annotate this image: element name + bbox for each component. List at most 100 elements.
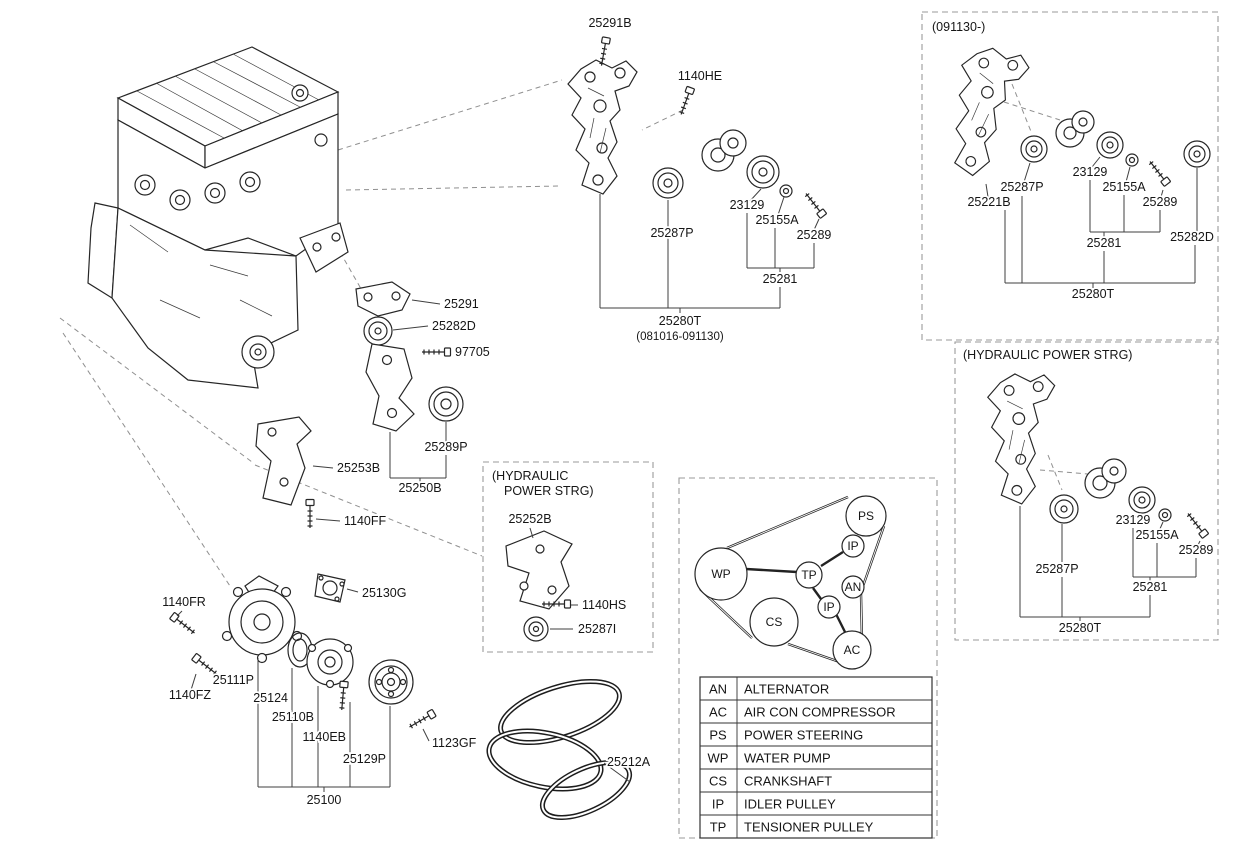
belt-routing-diagram: PS IP TP WP AN IP CS AC AN ALTERNATOR AC… [678, 477, 938, 839]
legend-name: POWER STEERING [744, 728, 863, 743]
idler-pulley-drawing [652, 167, 684, 199]
part-number-label: 25287P [1035, 562, 1078, 576]
lower-bracket-drawing [255, 416, 312, 506]
part-number-label: 23129 [730, 198, 765, 212]
hydraulic-bracket-box [482, 461, 654, 653]
idler-pulley-drawing [1049, 494, 1079, 524]
idler-pulley-circle [841, 534, 865, 558]
part-number-label: 25124 [253, 691, 288, 705]
aircon-pulley-circle [832, 630, 872, 670]
part-number-label: 1123GF [432, 736, 477, 750]
tensioner-pulley-circle [795, 561, 823, 589]
variant-hydraulic-group: (HYDRAULIC POWER STRG) 23129 25155A 2528… [954, 341, 1219, 641]
part-number-label: 25130G [362, 586, 406, 600]
alternator-pulley-circle [841, 575, 865, 599]
variant-title: (HYDRAULIC POWER STRG) [963, 348, 1132, 362]
pulley-code-label: IP [847, 539, 858, 553]
part-number-label: 25289 [797, 228, 832, 242]
legend-code: IP [712, 797, 724, 812]
washer-drawing [1158, 508, 1172, 522]
tensioner-drawing [1084, 458, 1127, 499]
drive-belt-drawing: 25212A [486, 678, 653, 821]
legend-table: AN ALTERNATOR AC AIR CON COMPRESSOR PS P… [699, 676, 933, 839]
idler-pulley-drawing [363, 316, 393, 346]
legend-name: ALTERNATOR [744, 682, 829, 697]
tensioner-drawing [701, 129, 747, 172]
tensioner-pulley-drawing [1096, 131, 1124, 159]
part-number-label: 1140FZ [169, 688, 212, 702]
variant-late-box [921, 11, 1219, 341]
part-number-label: 25111P [213, 673, 254, 687]
box-title-line2: POWER STRG) [504, 484, 594, 498]
part-number-label: 25155A [755, 213, 799, 227]
engine-mounted-parts: 25291 25282D 97705 25289P 25253B 25250B … [255, 281, 492, 603]
hydraulic-bracket-group: (HYDRAULIC POWER STRG) 25252B 1140HS 252… [482, 461, 654, 653]
legend-code: WP [708, 751, 729, 766]
part-number-label: 1140HE [678, 69, 722, 83]
part-number-label: 25212A [607, 755, 651, 769]
part-number-label: 25250B [398, 481, 441, 495]
part-number-label: 23129 [1116, 513, 1151, 527]
callout-lines [985, 156, 1198, 288]
part-number-label: 25253B [337, 461, 380, 475]
pulley-code-label: AN [845, 580, 862, 594]
callout-lines [1019, 506, 1201, 621]
legend-name: AIR CON COMPRESSOR [744, 705, 896, 720]
part-number-label: 25155A [1102, 180, 1146, 194]
part-number-label: 1140FF [344, 514, 387, 528]
pulley-code-label: CS [766, 615, 783, 629]
engine-block-drawing [87, 46, 349, 389]
legend-code: AN [709, 682, 727, 697]
callout-lines [529, 527, 578, 630]
part-number-label: 25289 [1179, 543, 1214, 557]
callout-lines [312, 299, 447, 593]
pulley-code-label: WP [711, 567, 730, 581]
part-number-label: 25129P [343, 752, 386, 766]
part-number-label: 25289 [1143, 195, 1178, 209]
crankshaft-pulley-circle [749, 597, 799, 647]
legend-code: PS [709, 728, 727, 743]
part-number-label: 25155A [1135, 528, 1179, 542]
water-pump-group: 1140FR 1140FZ 25111P 25124 25110B 1140EB… [160, 575, 478, 809]
part-number-label: 25280T [659, 314, 702, 328]
part-number-label: 25280T [1059, 621, 1102, 635]
callout-lines [176, 610, 430, 792]
part-number-label: 97705 [455, 345, 490, 359]
part-number-label: 23129 [1073, 165, 1108, 179]
pulley-code-label: PS [858, 509, 874, 523]
pulley-code-label: AC [844, 643, 861, 657]
part-number-label: 25282D [432, 319, 476, 333]
water-pump-pulley-circle [694, 547, 748, 601]
part-number-label: 1140FR [162, 595, 206, 609]
part-number-label: 25282D [1170, 230, 1214, 244]
date-range-label: (081016-091130) [636, 331, 724, 343]
pump-pulley-drawing [368, 659, 414, 705]
legend-code: AC [709, 705, 727, 720]
idler-pulley2-drawing [1183, 140, 1211, 168]
pulley-code-label: TP [801, 568, 816, 582]
tensioner-pulley-drawing [1128, 486, 1156, 514]
pulley-code-label: IP [823, 600, 834, 614]
part-number-label: 25287P [1000, 180, 1043, 194]
part-number-label: 25289P [424, 440, 467, 454]
grooved-pulley-drawing [428, 386, 464, 422]
part-number-label: 25110B [272, 710, 314, 724]
legend-code: CS [709, 774, 727, 789]
legend-name: IDLER PULLEY [744, 797, 836, 812]
callout-lines [599, 188, 820, 313]
gasket-drawing [314, 573, 346, 603]
washer-drawing [1125, 153, 1139, 167]
idler-pulley-drawing [1020, 135, 1048, 163]
bracket-drawing [505, 530, 573, 610]
part-number-label: 25287P [650, 226, 693, 240]
variant-hydraulic-box [954, 341, 1219, 641]
tensioner-pulley-drawing [746, 155, 780, 189]
part-number-label: 25280T [1072, 287, 1115, 301]
part-number-label: 25221B [967, 195, 1010, 209]
legend-code: TP [710, 820, 727, 835]
idler-pulley-circle [817, 595, 841, 619]
legend-name: CRANKSHAFT [744, 774, 832, 789]
idler-pulley-drawing [523, 616, 549, 642]
